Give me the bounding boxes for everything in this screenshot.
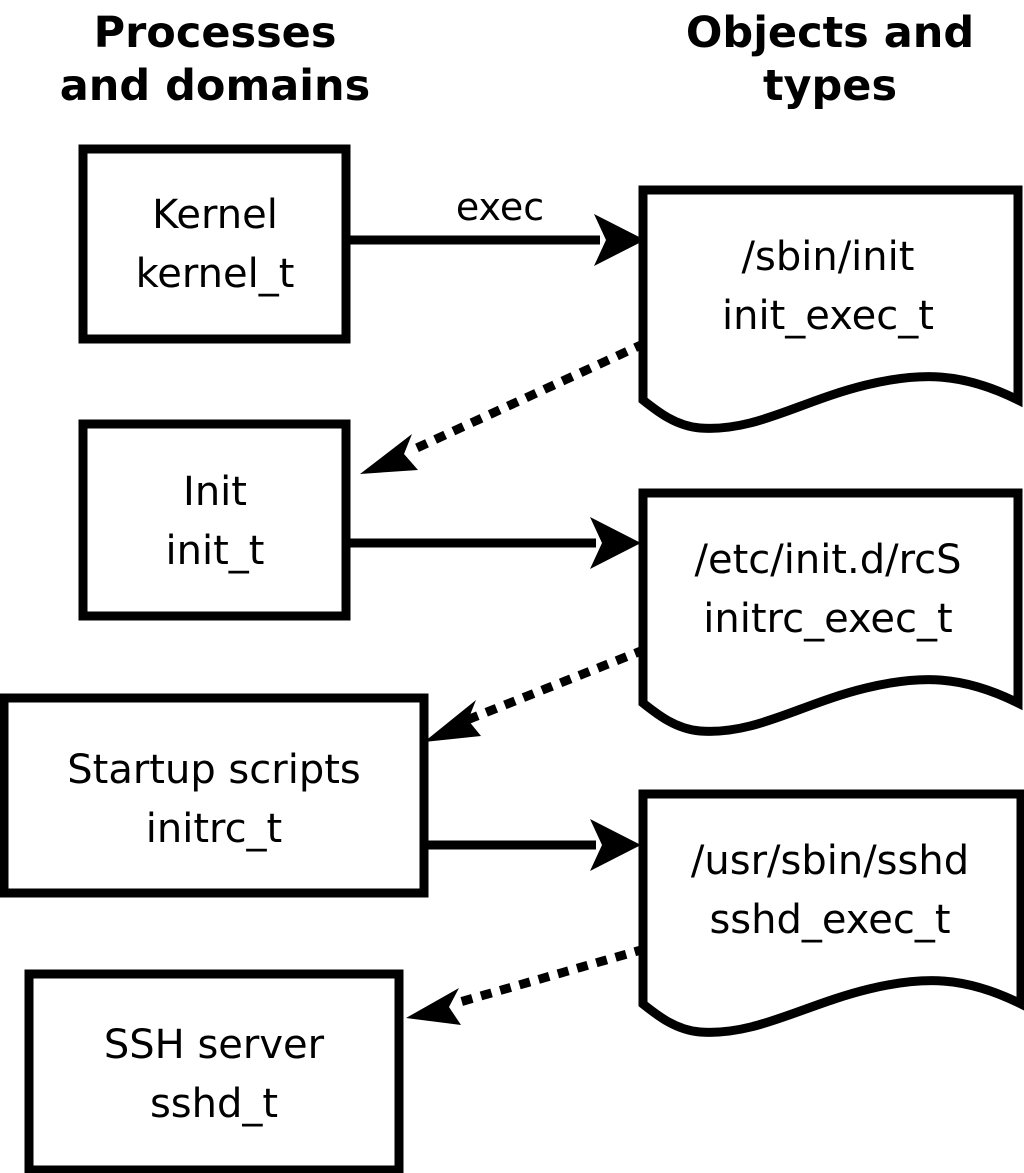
- node-initrc-domain[interactable]: Startup scripts initrc_t: [0, 693, 429, 898]
- edge-line: [466, 645, 647, 724]
- edge-line: [447, 944, 647, 1010]
- node-init-line1: Init: [183, 469, 247, 515]
- edge-sshd-exec-transition-sshd: [406, 944, 647, 1025]
- edge-init-exec-initrc-exec: [348, 517, 641, 569]
- edge-init-exec-transition-init: [360, 339, 647, 474]
- node-kernel-line2: kernel_t: [136, 251, 295, 297]
- node-sshd-line2: sshd_t: [150, 1081, 278, 1127]
- column-header-objects-line2: types: [763, 61, 897, 111]
- column-header-processes: Processes and domains: [60, 8, 370, 111]
- node-init-exec-line2: init_exec_t: [722, 293, 934, 339]
- column-header-processes-line1: Processes: [94, 8, 337, 58]
- node-sshd-line1: SSH server: [104, 1022, 325, 1068]
- column-header-objects-line1: Objects and: [686, 8, 974, 58]
- node-initrc-exec-line1: /etc/init.d/rcS: [694, 537, 961, 583]
- node-init-box[interactable]: [78, 419, 351, 621]
- edge-line: [402, 339, 647, 458]
- arrow-head-icon: [590, 819, 641, 871]
- node-kernel-domain[interactable]: Kernel kernel_t: [78, 144, 351, 344]
- arrow-head-icon: [590, 517, 641, 569]
- node-sshd-box[interactable]: [24, 969, 404, 1173]
- node-initrc-exec-object[interactable]: /etc/init.d/rcS initrc_exec_t: [638, 488, 1023, 736]
- node-init-line2: init_t: [166, 528, 265, 574]
- node-sshd-exec-line2: sshd_exec_t: [709, 897, 950, 943]
- node-initrc-exec-line2: initrc_exec_t: [703, 596, 952, 642]
- column-header-processes-line2: and domains: [60, 61, 370, 111]
- node-sshd-exec-object[interactable]: /usr/sbin/sshd sshd_exec_t: [638, 789, 1024, 1037]
- edge-initrc-exec-sshd-exec: [428, 819, 641, 871]
- node-init-exec-document[interactable]: [638, 185, 1023, 433]
- column-header-objects: Objects and types: [686, 8, 974, 111]
- arrow-head-icon: [406, 988, 461, 1025]
- node-sshd-exec-line1: /usr/sbin/sshd: [691, 838, 969, 884]
- node-initrc-line2: initrc_t: [146, 806, 283, 852]
- edge-label-exec: exec: [456, 185, 544, 229]
- node-kernel-box[interactable]: [78, 144, 351, 344]
- node-kernel-line1: Kernel: [152, 192, 278, 238]
- node-init-exec-object[interactable]: /sbin/init init_exec_t: [638, 185, 1023, 433]
- node-initrc-line1: Startup scripts: [67, 747, 360, 793]
- arrow-head-icon: [424, 700, 481, 742]
- node-initrc-box[interactable]: [0, 693, 429, 898]
- arrow-head-icon: [360, 434, 418, 474]
- node-initrc-exec-document[interactable]: [638, 488, 1023, 736]
- node-init-exec-line1: /sbin/init: [742, 234, 915, 280]
- node-sshd-domain[interactable]: SSH server sshd_t: [24, 969, 404, 1173]
- edge-kernel-exec-init-exec: exec: [350, 185, 645, 266]
- node-init-domain[interactable]: Init init_t: [78, 419, 351, 621]
- arrow-head-icon: [594, 214, 645, 266]
- node-sshd-exec-document[interactable]: [638, 789, 1024, 1037]
- edge-initrc-exec-transition-initrc: [424, 645, 647, 742]
